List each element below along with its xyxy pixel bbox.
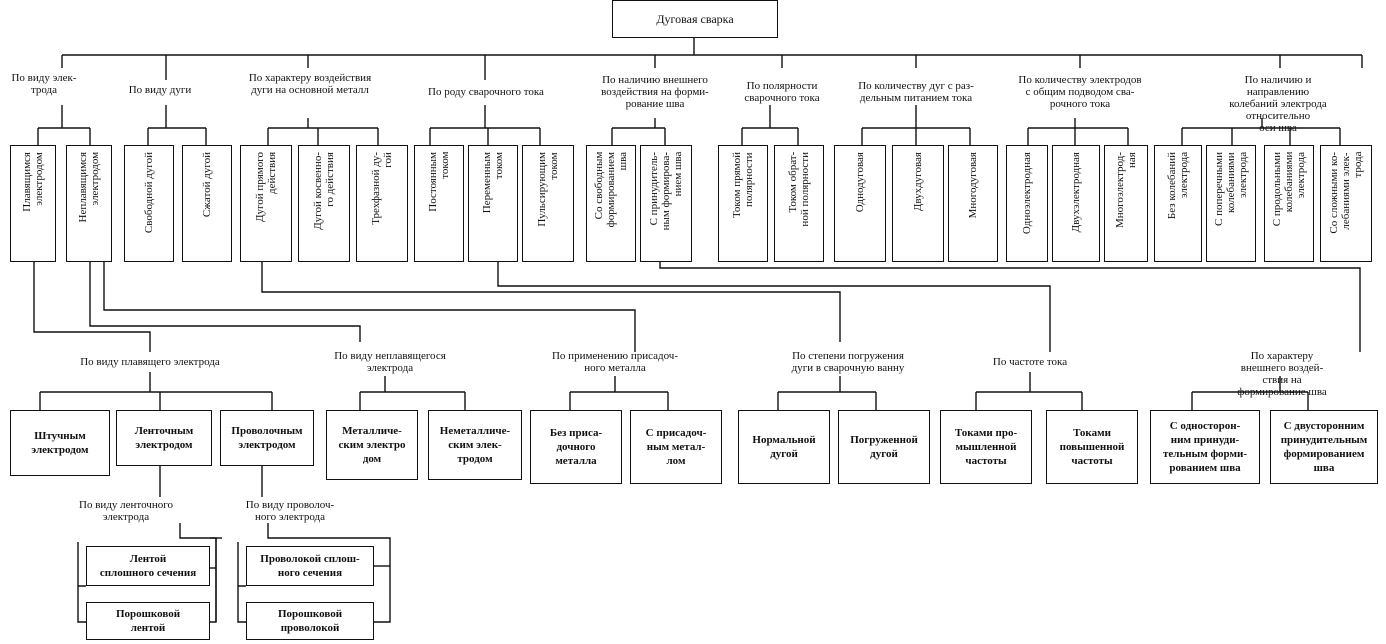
box-one-sided-forming: С односторон- ним принуди- тельным форми…	[1150, 410, 1260, 484]
box-free-forming: Со свободным формированием шва	[586, 145, 636, 262]
box-direct-current: Постоянным током	[414, 145, 464, 262]
box-three-phase-arc: Трехфазной ду- гой	[356, 145, 408, 262]
box-two-sided-forming: С двусторонним принудительным формирован…	[1270, 410, 1378, 484]
box-flux-cored-wire: Порошковой проволокой	[246, 602, 374, 640]
box-with-filler: С присадоч- ным метал- лом	[630, 410, 722, 484]
criterion-electrode-count: По количеству электродов с общим подводо…	[1018, 74, 1142, 110]
box-pulsed-current: Пульсирующим током	[522, 145, 574, 262]
criterion-external-forming: По наличию внешнего воздействия на форми…	[601, 74, 709, 110]
box-nonmetallic-electrode: Неметалличе- ским элек- тродом	[428, 410, 522, 480]
box-consumable-electrode: Плавящимся электродом	[10, 145, 56, 262]
box-no-oscillation: Без колебаний электрода	[1154, 145, 1202, 262]
criterion-external-action: По характеру внешнего воздей- ствия на ф…	[1237, 350, 1327, 398]
box-high-frequency: Токами повышенной частоты	[1046, 410, 1138, 484]
box-multi-arc: Многодуговая	[948, 145, 998, 262]
criterion-arc-count: По количеству дуг с раз- дельным питание…	[858, 80, 974, 104]
box-flux-cored-strip: Порошковой лентой	[86, 602, 210, 640]
criterion-nonconsumable-kind: По виду неплавящегося электрода	[334, 350, 446, 374]
box-metallic-electrode: Металличе- ским электро дом	[326, 410, 418, 480]
box-nonconsumable-electrode: Неплавящимся электродом	[66, 145, 112, 262]
box-industrial-frequency: Токами про- мышленной частоты	[940, 410, 1032, 484]
root-node-box: Дуговая сварка	[612, 0, 778, 38]
box-strip-electrode: Ленточным электродом	[116, 410, 212, 466]
box-free-arc: Свободной дугой	[124, 145, 174, 262]
box-forced-forming: С принудитель- ным формирова- нием шва	[640, 145, 692, 262]
box-constricted-arc: Сжатой дугой	[182, 145, 232, 262]
criterion-arc-type: По виду дуги	[128, 84, 192, 96]
box-normal-arc: Нормальной дугой	[738, 410, 830, 484]
criterion-strip-kind: По виду ленточного электрода	[79, 499, 173, 523]
box-stick-electrode: Штучным электродом	[10, 410, 110, 476]
box-solid-strip: Лентой сплошного сечения	[86, 546, 210, 586]
criterion-polarity: По полярности сварочного тока	[744, 80, 820, 104]
criterion-consumable-kind: По виду плавящего электрода	[80, 356, 220, 368]
box-straight-polarity: Током прямой полярности	[718, 145, 768, 262]
box-transverse-oscillation: С поперечными колебаниями электрода	[1206, 145, 1256, 262]
box-indirect-arc: Дугой косвенно- го действия	[298, 145, 350, 262]
box-direct-arc: Дугой прямого действия	[240, 145, 292, 262]
criterion-electrode-type: По виду элек- трода	[11, 72, 77, 96]
box-single-arc: Однодуговая	[834, 145, 886, 262]
criterion-arc-immersion: По степени погружения дуги в сварочную в…	[791, 350, 905, 374]
box-reverse-polarity: Током обрат- ной полярности	[774, 145, 824, 262]
criterion-current-kind: По роду сварочного тока	[428, 86, 544, 98]
criterion-arc-effect: По характеру воздействия дуги на основно…	[248, 72, 372, 96]
box-wire-electrode: Проволочным электродом	[220, 410, 314, 466]
box-longitudinal-oscillation: С продольными колебаниями электрода	[1264, 145, 1314, 262]
criterion-current-frequency: По частоте тока	[992, 356, 1068, 368]
criterion-wire-kind: По виду проволоч- ного электрода	[245, 499, 335, 523]
box-submerged-arc: Погруженной дугой	[838, 410, 930, 484]
criterion-oscillation: По наличию и направлению колебаний элект…	[1229, 74, 1327, 134]
box-multi-electrode: Многоэлектрод- ная	[1104, 145, 1148, 262]
box-solid-wire: Проволокой сплош- ного сечения	[246, 546, 374, 586]
box-single-electrode: Одноэлектродная	[1006, 145, 1048, 262]
box-alternating-current: Переменным током	[468, 145, 518, 262]
box-complex-oscillation: Со сложными ко- лебаниями элек- трода	[1320, 145, 1372, 262]
box-without-filler: Без приса- дочного металла	[530, 410, 622, 484]
box-twin-electrode: Двухэлектродная	[1052, 145, 1100, 262]
criterion-filler-metal: По применению присадоч- ного металла	[551, 350, 679, 374]
box-twin-arc: Двухдуговая	[892, 145, 944, 262]
root-label: Дуговая сварка	[656, 12, 734, 26]
